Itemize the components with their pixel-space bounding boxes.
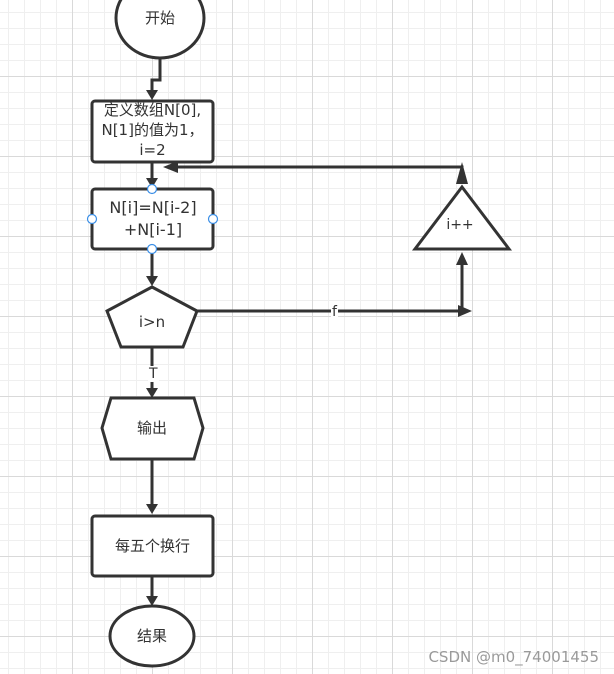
define-node[interactable] xyxy=(90,99,215,164)
arrowhead-loop-left xyxy=(163,161,178,173)
selection-handle-bottom[interactable] xyxy=(146,243,158,255)
condition-node[interactable] xyxy=(105,285,199,349)
output-node[interactable] xyxy=(100,396,205,461)
newline-label: 每五个换行 xyxy=(114,537,190,555)
arrowhead-end xyxy=(146,596,158,606)
edge-increment-loop-back xyxy=(176,165,464,184)
arrowhead-compute xyxy=(146,178,158,188)
arrowhead-output xyxy=(146,388,158,398)
selection-handle-top[interactable] xyxy=(146,183,158,195)
start-node[interactable] xyxy=(114,0,206,60)
true-edge-label: T xyxy=(148,366,159,382)
false-edge-label: f xyxy=(331,304,338,320)
arrowhead-loop-up xyxy=(456,162,468,184)
arrowhead-define xyxy=(146,90,158,100)
increment-label: i++ xyxy=(446,217,474,233)
define-label: 定义数组N[0],N[1]的值为1，i=2 xyxy=(101,101,204,159)
increment-node[interactable] xyxy=(411,184,513,251)
condition-label: i>n xyxy=(138,313,166,331)
end-label: 结果 xyxy=(136,627,167,645)
watermark: CSDN @m0_74001455 xyxy=(428,648,599,666)
newline-node[interactable] xyxy=(90,514,215,578)
arrowhead-condition xyxy=(146,276,158,286)
selection-handle-left[interactable] xyxy=(86,213,98,225)
start-label: 开始 xyxy=(144,9,175,27)
compute-label: N[i]=N[i-2]+N[i-1] xyxy=(109,198,197,239)
edge-start-to-define xyxy=(150,58,162,92)
arrowhead-increment xyxy=(456,252,468,265)
arrowhead-newline xyxy=(146,504,158,514)
end-node[interactable] xyxy=(108,604,196,668)
selection-handle-right[interactable] xyxy=(207,213,219,225)
output-label: 输出 xyxy=(136,419,167,437)
arrowhead-false xyxy=(458,305,472,317)
